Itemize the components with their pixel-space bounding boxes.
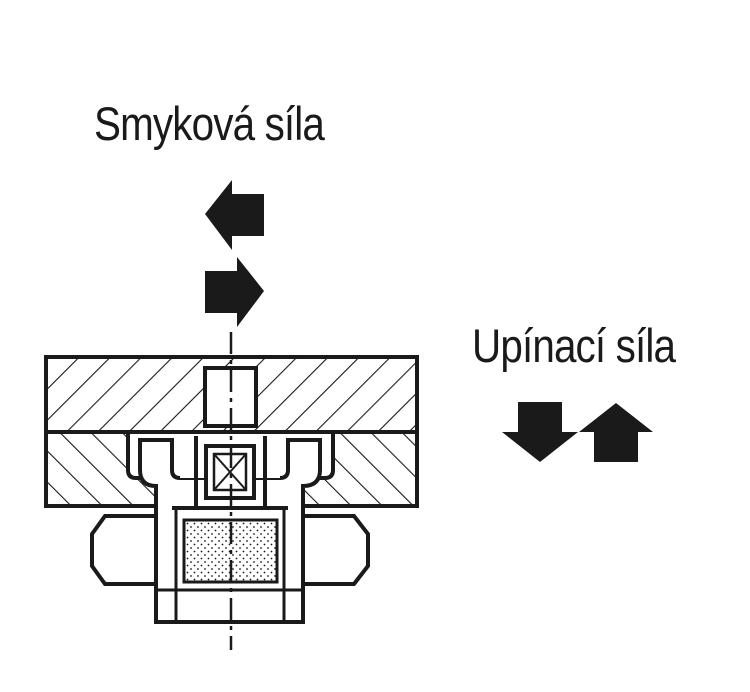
shear-right-arrow xyxy=(205,257,264,327)
shear-left-arrow xyxy=(205,180,264,250)
clamp-up-arrow xyxy=(579,403,653,462)
clamping-force-label: Upínací síla xyxy=(472,319,676,372)
clamp-down-arrow xyxy=(502,402,578,462)
shear-force-label: Smyková síla xyxy=(94,97,325,150)
hex-nut xyxy=(90,514,370,586)
top-plate xyxy=(44,355,419,434)
